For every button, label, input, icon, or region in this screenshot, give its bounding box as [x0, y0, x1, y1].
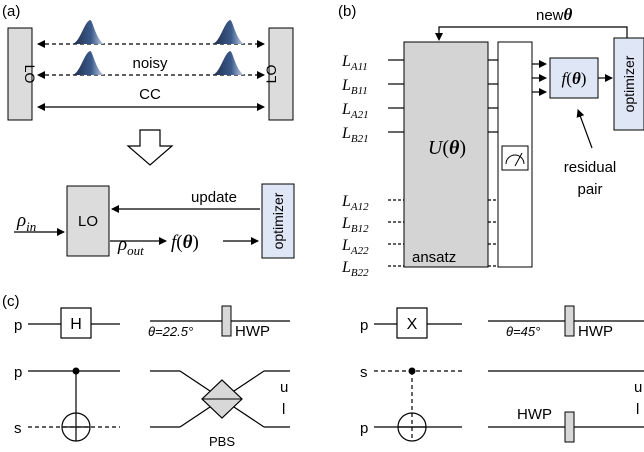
input-label-b22: LB22	[341, 259, 369, 279]
pbs-label: PBS	[209, 434, 235, 449]
pulse-icon	[72, 51, 104, 75]
input-label-a12: LA12	[341, 193, 369, 213]
residual-arrow	[576, 109, 593, 149]
hadamard-label: H	[70, 316, 82, 333]
ansatz-label: ansatz	[412, 249, 456, 266]
g1-wire-label: p	[14, 317, 22, 334]
input-label-a11: LA11	[341, 53, 368, 73]
rho-in-label: ρin	[16, 210, 36, 234]
g3-hwp-label: HWP	[578, 323, 613, 340]
cc-label: CC	[139, 86, 161, 103]
panel-c-label: (c)	[2, 293, 20, 310]
g4-wire-bottom-label: p	[360, 420, 368, 437]
g3-wire-label: p	[360, 317, 368, 334]
noisy-label: noisy	[132, 55, 168, 72]
hwp-plate	[564, 305, 575, 337]
hadamard-gate	[60, 307, 92, 339]
input-label-b21: LB21	[341, 125, 369, 145]
f-theta-b-box: f(θ)	[549, 57, 599, 99]
measurement-box	[497, 41, 533, 268]
ansatz-box: U(θ) ansatz	[403, 41, 489, 268]
lo-center-box: LO	[66, 185, 110, 257]
lo-left-box: LO	[7, 27, 38, 121]
pulse-icon	[72, 20, 104, 44]
f-theta-a-label: f(θ)	[171, 232, 199, 253]
pulse-icon	[212, 51, 244, 75]
input-label-b12: LB12	[341, 215, 369, 235]
g2-wire-bottom-label: s	[14, 420, 22, 437]
update-label: update	[191, 189, 237, 206]
x-gate	[396, 307, 428, 339]
g2-wire-top-label: p	[14, 364, 22, 381]
lo-center-label: LO	[78, 213, 98, 230]
g2-out-u: u	[280, 379, 288, 396]
g1-theta-label: θ=22.5°	[148, 324, 193, 339]
input-label-a22: LA22	[341, 237, 369, 257]
g3-theta-label: θ=45°	[506, 324, 540, 339]
new-theta-label: newθ	[536, 5, 573, 24]
f-theta-b-label: f(θ)	[562, 69, 587, 88]
rho-out-label: ρout	[117, 234, 144, 258]
lo-right-label: LO	[263, 65, 279, 84]
ansatz-measure-lines	[488, 59, 498, 267]
residual-label: residual	[564, 159, 617, 176]
pair-label: pair	[577, 181, 602, 198]
unitary-label: U(θ)	[428, 137, 466, 159]
input-label-b11: LB11	[341, 77, 368, 97]
meter-icon	[501, 145, 529, 171]
hwp-plate	[221, 305, 232, 337]
g4-out-u: u	[634, 379, 642, 396]
g4-hwp-label: HWP	[517, 406, 552, 423]
panel-b-label: (b)	[338, 3, 356, 20]
input-label-a21: LA21	[341, 101, 369, 121]
lo-right-box: LO	[263, 27, 294, 121]
optimizer-box-a: optimizer	[261, 183, 295, 259]
lo-left-label: LO	[22, 65, 38, 84]
x-gate-label: X	[407, 316, 418, 333]
pulse-icon	[212, 20, 244, 44]
optimizer-a-label: optimizer	[270, 192, 286, 249]
g1-hwp-label: HWP	[235, 323, 270, 340]
hollow-down-arrow	[126, 129, 174, 166]
optimizer-box-b: optimizer	[613, 37, 644, 131]
panel-a-label: (a)	[2, 3, 20, 20]
new-theta-arrow	[435, 26, 628, 41]
g4-wire-top-label: s	[360, 364, 368, 381]
hwp-plate	[564, 411, 575, 443]
g4-out-l: l	[636, 401, 639, 418]
optimizer-b-label: optimizer	[621, 55, 637, 112]
g2-out-l: l	[282, 401, 285, 418]
